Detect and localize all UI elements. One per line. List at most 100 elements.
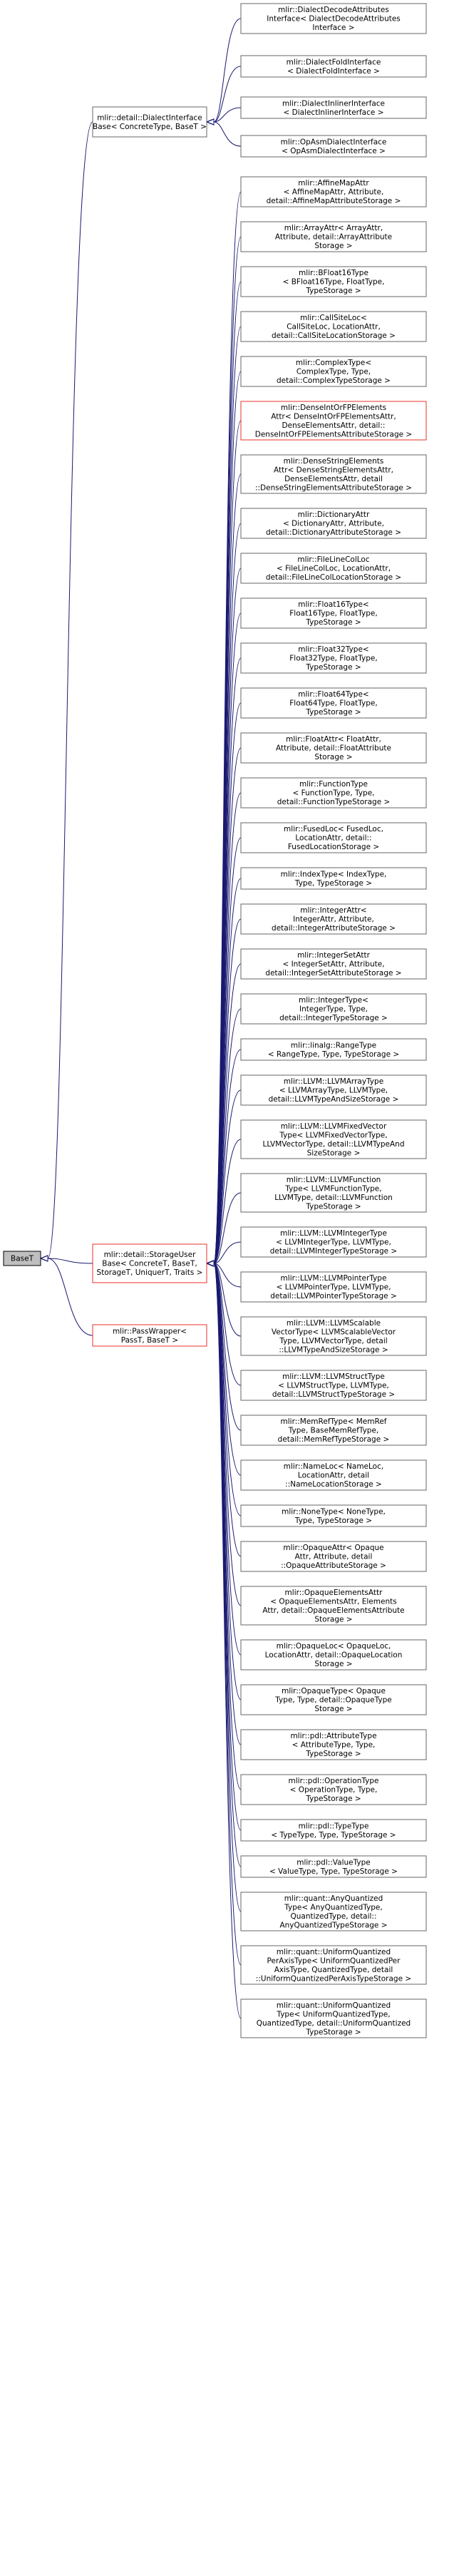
- storage-child-node[interactable]: mlir::LLVM::LLVMPointerType< LLVMPointer…: [240, 1271, 427, 1303]
- storage-child-node-label-line: detail::LLVMIntegerTypeStorage >: [270, 1247, 397, 1256]
- storage-child-node[interactable]: mlir::pdl::TypeType< TypeType, Type, Typ…: [240, 1819, 427, 1842]
- storage-child-node-label-line: QuantizedType, detail::: [290, 1912, 376, 1921]
- storage-child-node-label-line: mlir::LLVM::LLVMStructType: [282, 1372, 385, 1381]
- dialect-child-node[interactable]: mlir::OpAsmDialectInterface< OpAsmDialec…: [240, 135, 427, 158]
- storage-child-node[interactable]: mlir::OpaqueElementsAttr< OpaqueElements…: [240, 1586, 427, 1626]
- storage-child-node[interactable]: mlir::FunctionType< FunctionType, Type,d…: [240, 777, 427, 809]
- storage-child-node[interactable]: mlir::IntegerSetAttr< IntegerSetAttr, At…: [240, 948, 427, 980]
- storage-child-node[interactable]: mlir::LLVM::LLVMFixedVectorType< LLVMFix…: [240, 1119, 427, 1159]
- storage-child-node[interactable]: mlir::OpaqueAttr< OpaqueAttr, Attribute,…: [240, 1541, 427, 1572]
- storage-child-node[interactable]: mlir::OpaqueLoc< OpaqueLoc,LocationAttr,…: [240, 1639, 427, 1671]
- storage-child-node[interactable]: mlir::NoneType< NoneType,Type, TypeStora…: [240, 1504, 427, 1527]
- dialect-child-node-box: [240, 135, 427, 158]
- storage-child-node-label-line: DenseIntOrFPElementsAttributeStorage >: [255, 430, 412, 438]
- edge-storage-child-arrowhead: [205, 1260, 215, 1267]
- storage-child-node[interactable]: mlir::pdl::AttributeType< AttributeType,…: [240, 1729, 427, 1760]
- edge-dialect-to-base-arrowhead: [39, 1255, 48, 1262]
- edge-storage-child-arrowhead: [205, 1260, 215, 1267]
- storage-child-node[interactable]: mlir::IntegerAttr<IntegerAttr, Attribute…: [240, 903, 427, 935]
- storage-child-node[interactable]: mlir::quant::UniformQuantizedType< Unifo…: [240, 1998, 427, 2038]
- edge-dialect-child: [213, 107, 242, 123]
- storage-child-node-label-line: CallSiteLoc, LocationAttr,: [287, 323, 381, 332]
- base-class-node[interactable]: BaseT: [3, 1251, 41, 1266]
- node-pass[interactable]: mlir::PassWrapper<PassT, BaseT >: [92, 1324, 207, 1347]
- storage-child-node[interactable]: mlir::IndexType< IndexType,Type, TypeSto…: [240, 867, 427, 890]
- edge-storage-child-arrowhead: [205, 1260, 215, 1267]
- storage-child-node-label-line: detail::LLVMPointerTypeStorage >: [270, 1292, 397, 1300]
- storage-child-node-label-line: mlir::ArrayAttr< ArrayAttr,: [284, 224, 383, 232]
- storage-child-node-label-line: Storage >: [314, 1705, 352, 1713]
- storage-child-node-label-line: LocationAttr, detail: [298, 1472, 369, 1480]
- storage-child-node-box: [240, 266, 427, 297]
- storage-child-node[interactable]: mlir::FloatAttr< FloatAttr,Attribute, de…: [240, 732, 427, 764]
- edge-storage-child: [213, 1049, 242, 1264]
- storage-child-node-label-line: ::NameLocationStorage >: [285, 1480, 382, 1489]
- storage-child-node[interactable]: mlir::MemRefType< MemRefType, BaseMemRef…: [240, 1415, 427, 1446]
- storage-child-node[interactable]: mlir::Float16Type<Float16Type, FloatType…: [240, 597, 427, 629]
- edge-storage-child-arrowhead: [205, 1260, 215, 1267]
- storage-child-node[interactable]: mlir::ArrayAttr< ArrayAttr,Attribute, de…: [240, 221, 427, 252]
- edge-storage-child-arrowhead: [205, 1260, 215, 1267]
- storage-child-node-label-line: mlir::AffineMapAttr: [298, 179, 369, 188]
- dialect-child-node[interactable]: mlir::DialectInlinerInterface< DialectIn…: [240, 96, 427, 119]
- storage-child-node[interactable]: mlir::OpaqueType< OpaqueType, Type, deta…: [240, 1684, 427, 1715]
- edge-storage-child-arrowhead: [205, 1260, 215, 1267]
- storage-child-node-label-line: < LLVMArrayType, LLVMType,: [279, 1087, 388, 1095]
- storage-child-node-label-line: mlir::IntegerType<: [299, 996, 368, 1005]
- edge-storage-child-arrowhead: [205, 1260, 215, 1267]
- storage-child-node-label-line: mlir::quant::UniformQuantized: [277, 1948, 391, 1956]
- storage-child-node[interactable]: mlir::AffineMapAttr< AffineMapAttr, Attr…: [240, 176, 427, 207]
- storage-child-node-box: [240, 1504, 427, 1527]
- edge-storage-child: [213, 1192, 242, 1264]
- storage-child-node-box: [240, 948, 427, 980]
- storage-child-node[interactable]: mlir::linalg::RangeType< RangeType, Type…: [240, 1038, 427, 1061]
- edge-storage-child: [213, 1263, 242, 1386]
- storage-child-node-label-line: < DictionaryAttr, Attribute,: [283, 520, 384, 528]
- storage-child-node[interactable]: mlir::DictionaryAttr< DictionaryAttr, At…: [240, 508, 427, 539]
- storage-child-node-label-line: detail::MemRefTypeStorage >: [278, 1435, 390, 1444]
- storage-child-node-label-line: < AffineMapAttr, Attribute,: [284, 188, 384, 197]
- storage-child-node[interactable]: mlir::CallSiteLoc<CallSiteLoc, LocationA…: [240, 311, 427, 342]
- storage-child-node-label-line: mlir::IndexType< IndexType,: [281, 870, 387, 878]
- storage-child-node-label-line: mlir::LLVM::LLVMFixedVector: [281, 1122, 387, 1131]
- storage-child-node[interactable]: mlir::IntegerType<IntegerType, Type,deta…: [240, 993, 427, 1025]
- storage-child-node[interactable]: mlir::quant::AnyQuantizedType< AnyQuanti…: [240, 1892, 427, 1931]
- edge-storage-child: [213, 1263, 242, 1288]
- storage-child-node[interactable]: mlir::Float32Type<Float32Type, FloatType…: [240, 642, 427, 674]
- edge-storage-child-arrowhead: [205, 1260, 215, 1267]
- storage-child-node-label-line: mlir::pdl::AttributeType: [290, 1732, 376, 1740]
- storage-child-node[interactable]: mlir::Float64Type<Float64Type, FloatType…: [240, 687, 427, 719]
- dialect-child-node[interactable]: mlir::DialectDecodeAttributesInterface< …: [240, 3, 427, 34]
- storage-child-node-label-line: Type< AnyQuantizedType,: [284, 1903, 382, 1912]
- storage-child-node-label-line: AxisType, QuantizedType, detail: [274, 1966, 393, 1974]
- storage-child-node[interactable]: mlir::FileLineColLoc< FileLineColLoc, Lo…: [240, 553, 427, 584]
- node-dialect-label-line: mlir::detail::DialectInterface: [97, 113, 202, 122]
- storage-child-node[interactable]: mlir::quant::UniformQuantizedPerAxisType…: [240, 1945, 427, 1985]
- storage-child-node-label-line: mlir::LLVM::LLVMFunction: [287, 1176, 381, 1184]
- storage-child-node[interactable]: mlir::LLVM::LLVMStructType< LLVMStructTy…: [240, 1370, 427, 1401]
- storage-child-node-label-line: mlir::quant::AnyQuantized: [284, 1894, 383, 1903]
- edge-storage-child-arrowhead: [205, 1260, 215, 1267]
- storage-child-node-box: [240, 401, 427, 441]
- storage-child-node[interactable]: mlir::DenseIntOrFPElementsAttr< DenseInt…: [240, 401, 427, 441]
- storage-child-node-label-line: mlir::OpaqueType< Opaque: [282, 1687, 386, 1695]
- storage-child-node[interactable]: mlir::BFloat16Type< BFloat16Type, FloatT…: [240, 266, 427, 297]
- storage-child-node[interactable]: mlir::NameLoc< NameLoc,LocationAttr, det…: [240, 1459, 427, 1491]
- dialect-child-node-label-line: < DialectFoldInterface >: [287, 67, 380, 76]
- storage-child-node[interactable]: mlir::LLVM::LLVMIntegerType< LLVMInteger…: [240, 1226, 427, 1258]
- storage-child-node-box: [240, 1415, 427, 1446]
- storage-child-node[interactable]: mlir::FusedLoc< FusedLoc,LocationAttr, d…: [240, 822, 427, 853]
- storage-child-node[interactable]: mlir::pdl::OperationType< OperationType,…: [240, 1774, 427, 1805]
- dialect-child-node[interactable]: mlir::DialectFoldInterface< DialectFoldI…: [240, 55, 427, 78]
- storage-child-node[interactable]: mlir::LLVM::LLVMArrayType< LLVMArrayType…: [240, 1074, 427, 1106]
- storage-child-node[interactable]: mlir::LLVM::LLVMFunctionType< LLVMFuncti…: [240, 1173, 427, 1213]
- storage-child-node[interactable]: mlir::pdl::ValueType< ValueType, Type, T…: [240, 1855, 427, 1878]
- storage-child-node-label-line: Type, TypeStorage >: [294, 1517, 372, 1525]
- storage-child-node[interactable]: mlir::DenseStringElementsAttr< DenseStri…: [240, 454, 427, 494]
- storage-child-node[interactable]: mlir::ComplexType<ComplexType, Type,deta…: [240, 356, 427, 387]
- storage-child-node-box: [240, 1316, 427, 1356]
- storage-child-node-box: [240, 1119, 427, 1159]
